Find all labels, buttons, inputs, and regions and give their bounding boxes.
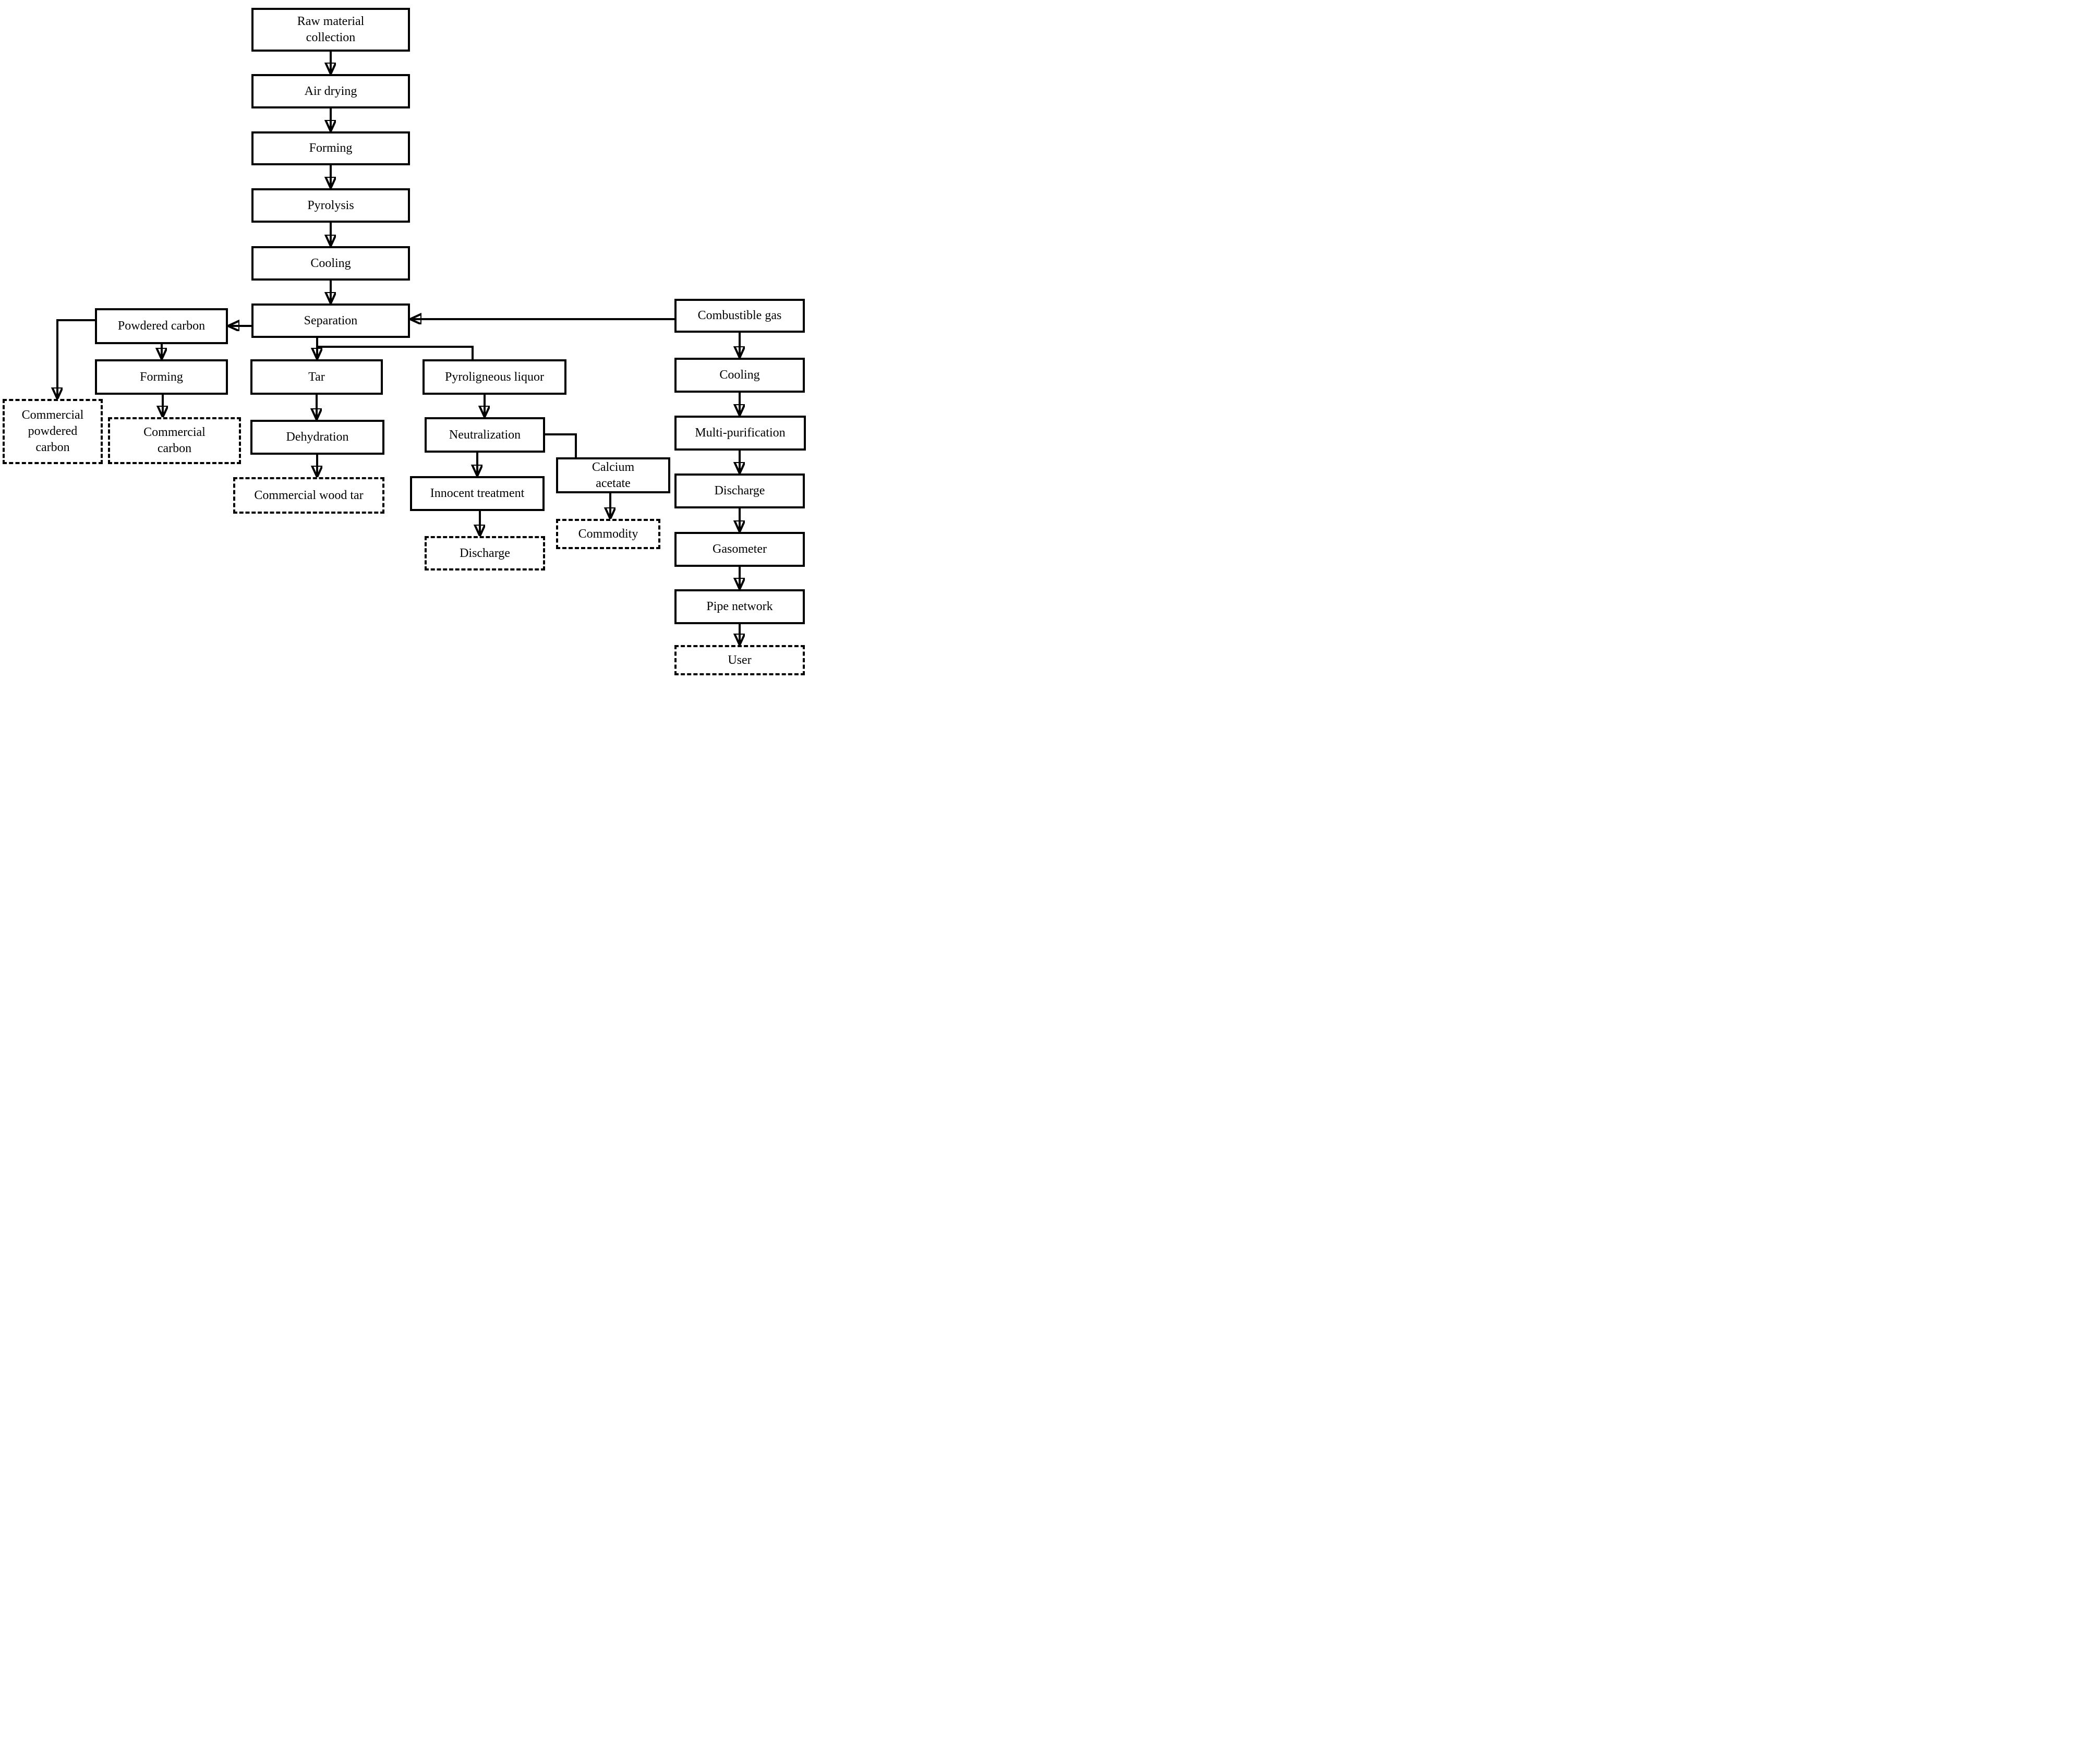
node-label: Tar — [308, 370, 325, 384]
node-raw-material-collection: Raw material collection — [251, 8, 410, 52]
connector-layer — [0, 52, 807, 677]
node-gasometer: Gasometer — [674, 532, 805, 567]
node-pipe-network: Pipe network — [674, 589, 805, 624]
node-label: Pyroligneous liquor — [445, 370, 544, 384]
node-label: Commercial powdered carbon — [21, 408, 84, 454]
node-pyroligneous-liquor: Pyroligneous liquor — [423, 359, 566, 395]
node-label: Forming — [309, 141, 353, 155]
node-label: Commercial carbon — [143, 426, 206, 455]
node-label: Pipe network — [706, 600, 773, 614]
node-separation: Separation — [251, 303, 410, 338]
node-tar: Tar — [250, 359, 383, 395]
node-discharge-2: Discharge — [674, 473, 805, 508]
node-air-drying: Air drying — [251, 74, 410, 108]
node-label: Raw material collection — [297, 15, 365, 44]
node-label: Multi-purification — [695, 426, 786, 440]
node-label: Commercial wood tar — [254, 488, 364, 502]
node-commercial-carbon: Commercial carbon — [108, 417, 241, 464]
node-forming-2: Forming — [95, 359, 228, 395]
node-innocent-treatment: Innocent treatment — [410, 476, 545, 511]
node-label: Innocent treatment — [430, 487, 525, 501]
node-label: Cooling — [719, 368, 760, 382]
node-label: Commodity — [578, 527, 638, 541]
node-cooling-1: Cooling — [251, 246, 410, 281]
node-powdered-carbon: Powdered carbon — [95, 308, 228, 344]
edge-powdered-carbon-to-commercial-powdered-carbon — [57, 319, 95, 399]
node-label: Gasometer — [713, 542, 767, 556]
flowchart-canvas: Raw material collection Air drying Formi… — [0, 0, 807, 677]
node-label: Separation — [304, 313, 358, 327]
node-label: Dehydration — [286, 430, 349, 444]
node-label: Forming — [140, 370, 183, 384]
node-discharge-1: Discharge — [425, 536, 545, 570]
node-label: Powdered carbon — [117, 319, 206, 333]
node-label: Combustible gas — [697, 309, 782, 323]
node-label: User — [728, 653, 752, 667]
node-label: Pyrolysis — [307, 198, 354, 212]
node-label: Cooling — [310, 256, 351, 270]
node-multi-purification: Multi-purification — [674, 416, 806, 451]
node-neutralization: Neutralization — [425, 417, 545, 453]
node-dehydration: Dehydration — [250, 420, 384, 455]
node-label: Calcium acetate — [592, 460, 635, 490]
node-calcium-acetate: Calcium acetate — [556, 457, 670, 493]
node-forming-1: Forming — [251, 131, 410, 165]
edge-neutralization-to-calcium-acetate — [545, 433, 577, 457]
node-label: Discharge — [460, 546, 510, 560]
node-commodity: Commodity — [556, 519, 660, 549]
node-combustible-gas: Combustible gas — [674, 299, 805, 333]
node-label: Neutralization — [449, 428, 521, 442]
node-cooling-2: Cooling — [674, 358, 805, 393]
edge-separation-to-pyroligneous-liquor — [317, 346, 474, 359]
node-label: Air drying — [304, 84, 357, 98]
node-commercial-powdered-carbon: Commercial powdered carbon — [3, 399, 103, 464]
node-pyrolysis: Pyrolysis — [251, 188, 410, 223]
node-commercial-wood-tar: Commercial wood tar — [233, 477, 384, 514]
node-user: User — [674, 645, 805, 675]
node-label: Discharge — [714, 484, 765, 498]
